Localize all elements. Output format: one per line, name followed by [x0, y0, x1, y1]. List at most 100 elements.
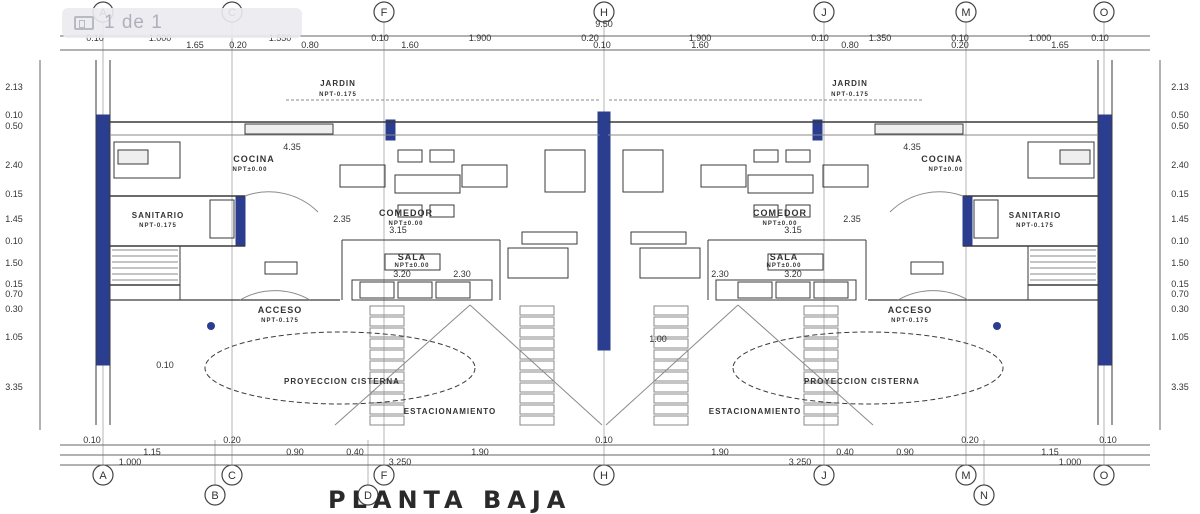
sink [244, 123, 334, 135]
kitchen-counter [1027, 141, 1095, 179]
page-indicator-badge[interactable]: 1 de 1 [62, 8, 302, 38]
top-dimension-value: 1.000 [1029, 33, 1052, 43]
right-dimension-value: 1.45 [1171, 214, 1189, 224]
chair [785, 149, 811, 163]
right-dimension-value: 0.50 [1171, 121, 1189, 131]
top-dimension-value: 9.50 [595, 19, 613, 29]
paver [369, 305, 405, 316]
top-dimension-value: 0.20 [229, 40, 247, 50]
door-swing [897, 290, 969, 301]
paver [803, 305, 839, 316]
door-swing [244, 191, 319, 213]
left-dimension-value: 1.05 [5, 332, 23, 342]
paver [519, 382, 555, 393]
room-name-sala: SALA [398, 252, 427, 262]
right-dimension-value: 0.50 [1171, 110, 1189, 120]
room-level-sala: NPT±0.00 [767, 263, 802, 269]
axis-bubble-top [373, 1, 395, 23]
paver [369, 360, 405, 371]
paver [803, 371, 839, 382]
load-wall [385, 119, 396, 141]
left-dimension-value: 0.15 [5, 279, 23, 289]
paver [369, 371, 405, 382]
chair [461, 164, 508, 188]
bottom-dimension-value: 0.90 [286, 447, 304, 457]
axis-bubble-top [1093, 1, 1115, 23]
chair [397, 149, 423, 163]
paver [803, 415, 839, 426]
room-dimension: 2.35 [843, 214, 861, 224]
chair [397, 204, 423, 218]
load-wall [1098, 114, 1112, 366]
console [521, 231, 578, 245]
sofa [351, 279, 493, 301]
axis-label-top: M [961, 7, 970, 19]
top-dimension-value: 0.10 [593, 40, 611, 50]
axis-label-bottom: A [99, 470, 107, 482]
meter-box [264, 261, 298, 275]
paver [653, 382, 689, 393]
paver [803, 393, 839, 404]
left-dimension-value: 0.15 [5, 189, 23, 199]
room-level-cocina: NPT±0.00 [929, 167, 964, 173]
sofa-cushion [435, 281, 471, 299]
chair [429, 149, 455, 163]
paver [519, 316, 555, 327]
paver [653, 371, 689, 382]
bottom-dimension-value: 1.000 [1059, 457, 1082, 467]
paver [803, 349, 839, 360]
room-level-comedor: NPT±0.00 [389, 221, 424, 227]
top-dimension-value: 0.20 [581, 33, 599, 43]
room-dimension: 4.35 [903, 142, 921, 152]
axis-label-bottom: O [1100, 470, 1109, 482]
sink [874, 123, 964, 135]
right-dimension-value: 2.40 [1171, 160, 1189, 170]
paver [653, 305, 689, 316]
room-name-sanitario: SANITARIO [1009, 211, 1061, 220]
room-name-cocina: COCINA [233, 154, 275, 164]
right-dimension-value: 0.10 [1171, 236, 1189, 246]
top-dimension-value: 0.80 [841, 40, 859, 50]
room-name-estacionamiento: ESTACIONAMIENTO [404, 407, 496, 416]
bottom-dimension-value: 1.000 [119, 457, 142, 467]
unit-right [599, 60, 1113, 426]
stove [117, 149, 149, 165]
room-level-jardin: NPT-0.175 [319, 92, 357, 98]
paver [369, 349, 405, 360]
left-dimension-value: 0.30 [5, 304, 23, 314]
bottom-dimension-value: 1.15 [143, 447, 161, 457]
unit-left [95, 60, 609, 426]
paver [653, 327, 689, 338]
plan-line [605, 304, 739, 426]
paver [653, 316, 689, 327]
column-marker [993, 322, 1001, 330]
paver [369, 393, 405, 404]
paver [803, 404, 839, 415]
bottom-dimension-value: 0.40 [346, 447, 364, 457]
drawing-title: PLANTA BAJA [328, 486, 572, 514]
plan-line [469, 304, 603, 426]
axis-label-bottom: C [228, 470, 236, 482]
cistern-projection [732, 331, 1004, 405]
bottom-dimension-value: 3.250 [789, 457, 812, 467]
chair [753, 149, 779, 163]
paver [369, 415, 405, 426]
right-dimension-value: 0.15 [1171, 189, 1189, 199]
room-dimension: 2.30 [453, 269, 471, 279]
meter-box [910, 261, 944, 275]
page-indicator-text: 1 de 1 [104, 12, 163, 33]
sofa-cushion [775, 281, 811, 299]
axis-bubble-top [955, 1, 977, 23]
party-wall [599, 111, 611, 351]
paver [653, 393, 689, 404]
top-dimension-value: 1.550 [269, 33, 292, 43]
axis-label-bottom: F [381, 470, 388, 482]
left-dimension-value: 2.40 [5, 160, 23, 170]
console [630, 231, 687, 245]
top-dimension-value: 1.350 [869, 33, 892, 43]
kitchen-counter [113, 141, 181, 179]
load-wall [96, 114, 110, 366]
chair [822, 164, 869, 188]
sofa-cushion [359, 281, 395, 299]
room-level-sanitario: NPT-0.175 [139, 223, 177, 229]
